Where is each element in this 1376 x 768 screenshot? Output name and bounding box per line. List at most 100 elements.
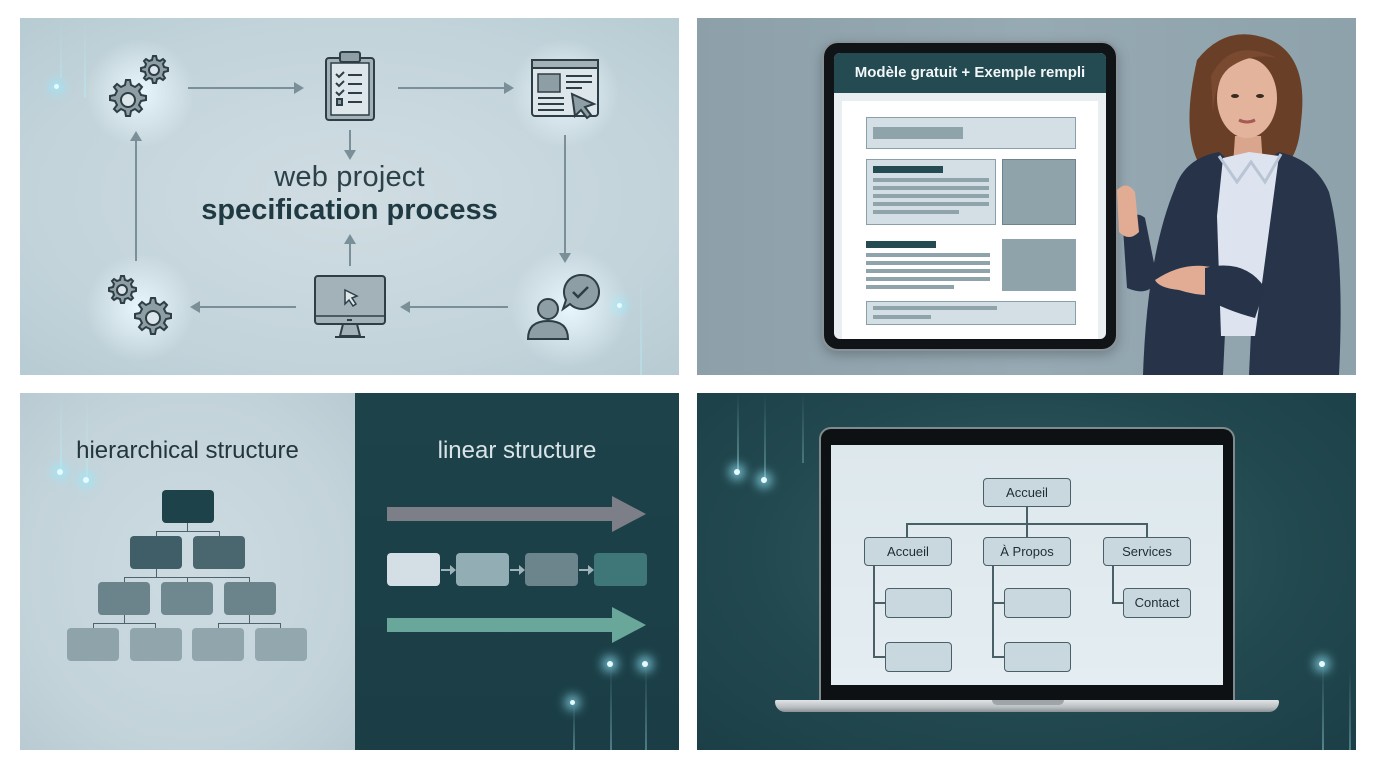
sequence-arrow — [579, 565, 594, 575]
structure-comparison-panel: hierarchical structure — [20, 393, 679, 750]
tree-line — [218, 623, 219, 628]
sequence-arrow — [441, 565, 456, 575]
tablet-header-title: Modèle gratuit + Exemple rempli — [834, 53, 1106, 93]
light-streak — [640, 268, 642, 375]
tree-line — [187, 577, 188, 582]
light-streak — [84, 18, 86, 98]
tree-node-l2 — [130, 536, 182, 569]
flow-arrow — [398, 82, 514, 94]
laptop-notch — [992, 700, 1064, 705]
laptop-base — [775, 700, 1279, 712]
tree-line — [156, 531, 220, 532]
title-line-1: web project — [274, 161, 425, 193]
sitemap-line — [992, 656, 1004, 658]
light-dot — [570, 700, 575, 705]
sitemap-line — [1146, 523, 1148, 537]
sequence-step — [456, 553, 509, 586]
tree-line — [219, 531, 220, 536]
tree-node-l4 — [255, 628, 307, 661]
light-dot — [54, 84, 59, 89]
template-page-preview — [842, 101, 1098, 339]
light-streak — [60, 18, 62, 78]
tree-line — [187, 523, 188, 531]
gears-icon — [109, 55, 169, 117]
tree-node-l3 — [224, 582, 276, 615]
title-line-2: specification process — [201, 194, 498, 226]
sequence-step — [525, 553, 578, 586]
sitemap-line — [1112, 602, 1124, 604]
tree-line — [249, 577, 250, 582]
linear-side: linear structure — [355, 393, 679, 750]
gears-icon — [108, 275, 172, 335]
tree-node-root — [162, 490, 214, 523]
user-approval-icon — [526, 273, 601, 340]
sitemap-line — [992, 566, 994, 657]
light-streak — [86, 393, 88, 479]
image-placeholder — [1002, 159, 1076, 225]
sitemap-laptop-panel: Accueil Accueil À Propos Services Contac… — [697, 393, 1356, 750]
tree-line — [155, 623, 156, 628]
text-line — [866, 269, 990, 273]
sitemap-line — [1026, 507, 1028, 524]
sequence-step — [387, 553, 440, 586]
image-placeholder — [1002, 239, 1076, 291]
icon-glow — [510, 248, 630, 368]
flow-arrow — [130, 131, 142, 261]
light-streak — [802, 393, 804, 463]
sitemap-subpage — [1004, 588, 1071, 618]
sitemap-line — [992, 602, 1004, 604]
light-streak — [573, 703, 575, 750]
flow-arrow — [190, 301, 296, 313]
light-dot — [734, 469, 740, 475]
arrow-head — [612, 607, 646, 643]
tree-line — [93, 623, 156, 624]
tree-line — [156, 531, 157, 536]
light-streak — [737, 393, 739, 473]
sitemap-node-a-propos: À Propos — [983, 537, 1071, 566]
sitemap-node-contact: Contact — [1123, 588, 1191, 618]
sitemap-line — [1026, 523, 1028, 537]
sitemap-line — [906, 523, 908, 537]
tablet-screen: Modèle gratuit + Exemple rempli — [834, 53, 1106, 339]
icon-glow — [85, 253, 195, 363]
light-streak — [610, 663, 612, 750]
tree-line — [280, 623, 281, 628]
light-dot — [642, 661, 648, 667]
tree-node-l4 — [130, 628, 182, 661]
browser-window-cursor-icon — [531, 59, 599, 120]
light-streak — [1322, 663, 1324, 750]
monitor-cursor-icon — [314, 275, 386, 338]
heading-bar — [866, 241, 936, 248]
flow-arrow — [188, 82, 304, 94]
light-dot — [761, 477, 767, 483]
flow-arrow — [344, 234, 356, 266]
sitemap-node-root: Accueil — [983, 478, 1071, 507]
flow-arrow — [344, 130, 356, 160]
template-presenter-panel: Modèle gratuit + Exemple rempli — [697, 18, 1356, 375]
light-streak — [645, 663, 647, 750]
tree-node-l4 — [67, 628, 119, 661]
light-streak — [1349, 668, 1351, 750]
tree-node-l3 — [161, 582, 213, 615]
sitemap-line — [873, 602, 885, 604]
linear-arrow-bottom — [387, 618, 612, 632]
laptop-screen: Accueil Accueil À Propos Services Contac… — [831, 445, 1223, 685]
linear-arrow-top — [387, 507, 612, 521]
hierarchical-label: hierarchical structure — [76, 437, 299, 464]
text-line — [866, 261, 990, 265]
tree-line — [249, 615, 250, 623]
arrow-head — [612, 496, 646, 532]
flow-arrow — [400, 301, 508, 313]
clipboard-checklist-icon — [325, 51, 375, 121]
sequence-arrow — [510, 565, 525, 575]
sitemap-node-accueil: Accueil — [864, 537, 952, 566]
flow-arrow — [559, 135, 571, 263]
tree-line — [156, 569, 157, 577]
text-block — [866, 159, 996, 225]
footer-block — [866, 301, 1076, 325]
hierarchical-side: hierarchical structure — [20, 393, 355, 750]
text-line — [866, 285, 954, 289]
process-diagram-panel: web project specification process — [20, 18, 679, 375]
light-dot — [1319, 661, 1325, 667]
sitemap-line — [1112, 566, 1114, 603]
